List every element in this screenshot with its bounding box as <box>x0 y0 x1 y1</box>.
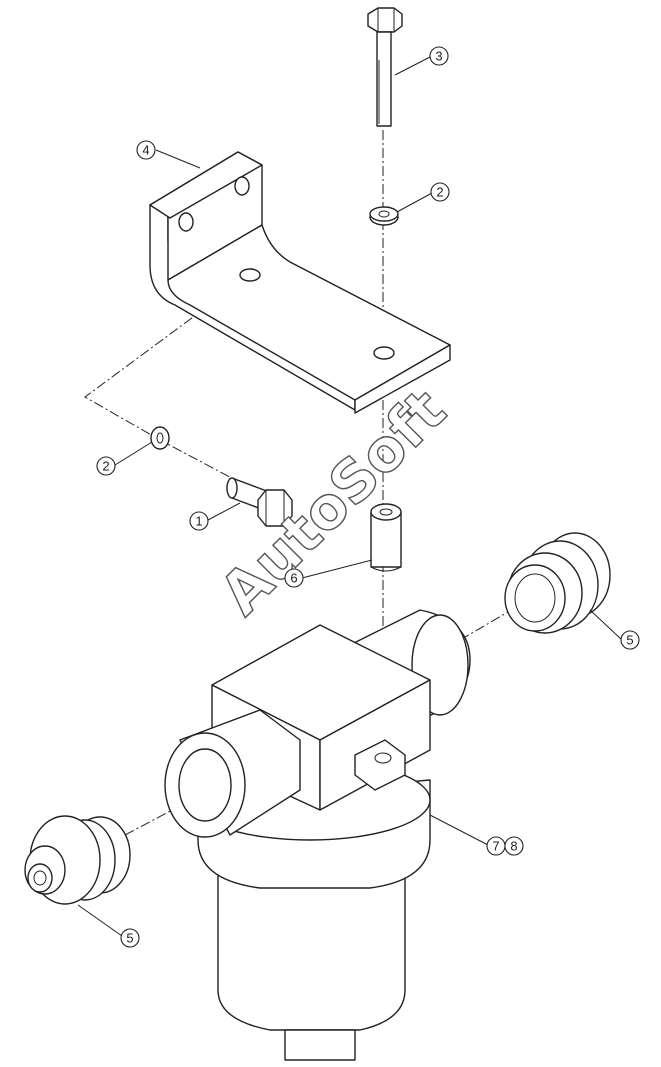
svg-text:7: 7 <box>492 839 499 854</box>
callout-2-lower: 2 <box>96 456 116 476</box>
callout-7: 7 <box>486 836 506 856</box>
svg-text:2: 2 <box>102 459 109 474</box>
bolt-short-part-1 <box>226 477 293 527</box>
spacer-part-6 <box>370 503 402 572</box>
callout-4: 4 <box>136 140 156 160</box>
callout-5-left: 5 <box>120 928 140 948</box>
bracket-part-4 <box>149 151 451 414</box>
fitting-left-part-5 <box>24 815 131 905</box>
filter-housing-part-7-8 <box>164 609 471 1061</box>
svg-text:2: 2 <box>436 185 443 200</box>
svg-text:5: 5 <box>126 931 133 946</box>
callout-8: 8 <box>504 836 524 856</box>
callout-6: 6 <box>284 568 304 588</box>
washer-lower-part-2 <box>150 426 170 450</box>
svg-text:6: 6 <box>290 571 297 586</box>
washer-upper-part-2 <box>369 206 399 226</box>
leader-lines <box>77 56 623 937</box>
fitting-right-part-5 <box>504 532 611 634</box>
bolt-long-part-3 <box>367 7 403 127</box>
svg-text:1: 1 <box>195 514 202 529</box>
svg-text:5: 5 <box>626 633 633 648</box>
svg-text:8: 8 <box>510 839 517 854</box>
svg-text:4: 4 <box>142 143 149 158</box>
callout-1: 1 <box>189 511 209 531</box>
callout-3: 3 <box>429 46 449 66</box>
svg-text:3: 3 <box>435 49 442 64</box>
callout-2-upper: 2 <box>430 182 450 202</box>
callout-5-right: 5 <box>620 630 640 650</box>
